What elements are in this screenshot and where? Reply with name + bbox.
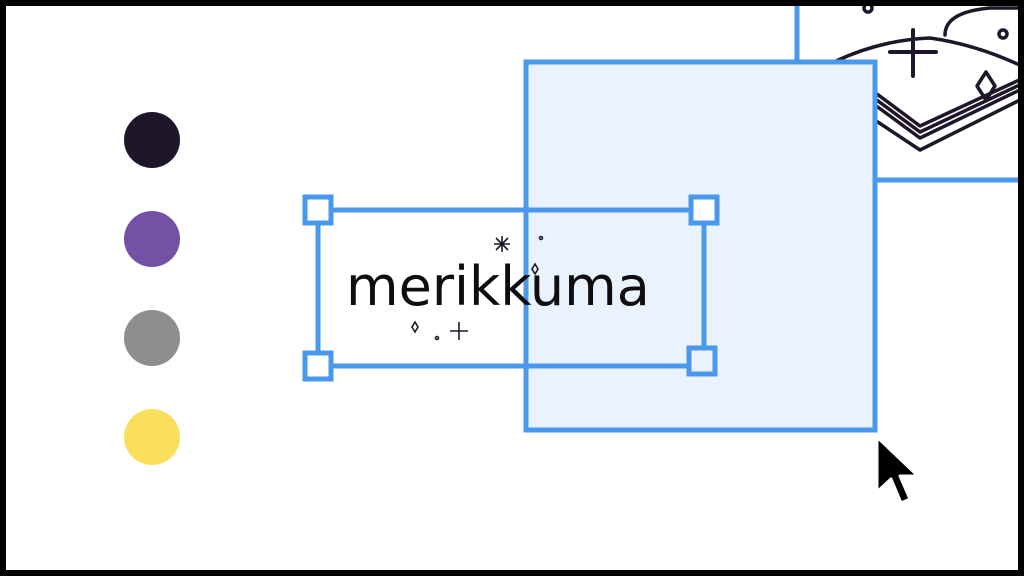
canvas-artwork (124, 6, 1018, 505)
color-swatch-yellow[interactable] (124, 409, 180, 465)
resize-handle-top-left[interactable] (302, 194, 334, 226)
color-swatch-dark-purple[interactable] (124, 112, 180, 168)
color-swatch-purple[interactable] (124, 211, 180, 267)
text-selection-frame[interactable] (302, 194, 720, 382)
color-swatch-gray[interactable] (124, 310, 180, 366)
logo-text[interactable]: merikkuma (346, 255, 650, 318)
sparkle-icon (411, 235, 544, 341)
resize-handle-bottom-left[interactable] (302, 350, 334, 382)
resize-handle-top-right[interactable] (688, 194, 720, 226)
mouse-cursor-icon (875, 435, 920, 505)
design-canvas[interactable]: merikkuma (6, 6, 1018, 570)
resize-handle-bottom-right[interactable] (686, 345, 718, 377)
